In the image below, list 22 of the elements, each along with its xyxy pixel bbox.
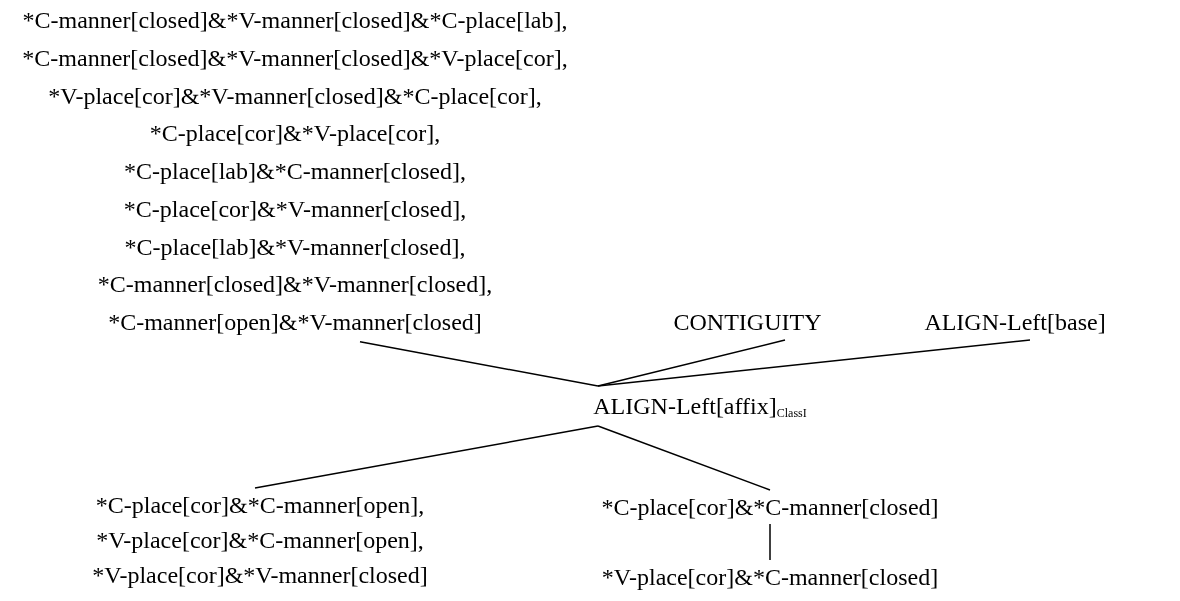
connector-line bbox=[597, 339, 1031, 387]
constraint-label: ALIGN-Left[affix]$_{ClassI}$ bbox=[520, 386, 880, 426]
constraint-label: ALIGN-Left[base] bbox=[870, 304, 1160, 340]
constraint-text: *V-place[cor]&*V-manner[closed] bbox=[92, 561, 428, 590]
constraint-label: *V-place[cor]&*C-manner[closed] bbox=[520, 560, 1020, 594]
constraint-text: *C-place[lab]&*C-manner[closed], bbox=[124, 157, 466, 186]
connector-line bbox=[769, 523, 771, 561]
connector-line bbox=[359, 341, 599, 387]
constraint-text: *C-place[cor]&*V-manner[closed], bbox=[123, 194, 467, 224]
constraint-text: *V-place[cor]&*C-manner[open], bbox=[96, 526, 424, 555]
constraint-text: *C-manner[closed]&*V-manner[closed], bbox=[97, 270, 493, 300]
constraint-text: *C-manner[open]&*V-manner[closed] bbox=[108, 308, 482, 337]
constraint-text: *C-manner[closed]&*V-manner[closed]&*V-place[cor], bbox=[22, 43, 568, 73]
constraint-text: *C-place[cor]&*V-place[cor], bbox=[149, 119, 441, 149]
constraint-text: *C-place[lab]&*V-manner[closed], bbox=[124, 232, 466, 262]
constraint-text: *V-place[cor]&*V-manner[closed]&*C-place[cor], bbox=[48, 81, 542, 111]
connector-line bbox=[597, 425, 771, 491]
connector-line bbox=[254, 425, 599, 489]
constraint-label: CONTIGUITY bbox=[650, 304, 845, 340]
constraint-text: *C-place[cor]&*C-manner[open], bbox=[95, 491, 425, 520]
constraint-label: *C-place[cor]&*C-manner[closed] bbox=[520, 490, 1020, 524]
constraint-text: *C-manner[closed]&*V-manner[closed]&*C-place[lab], bbox=[22, 6, 568, 35]
